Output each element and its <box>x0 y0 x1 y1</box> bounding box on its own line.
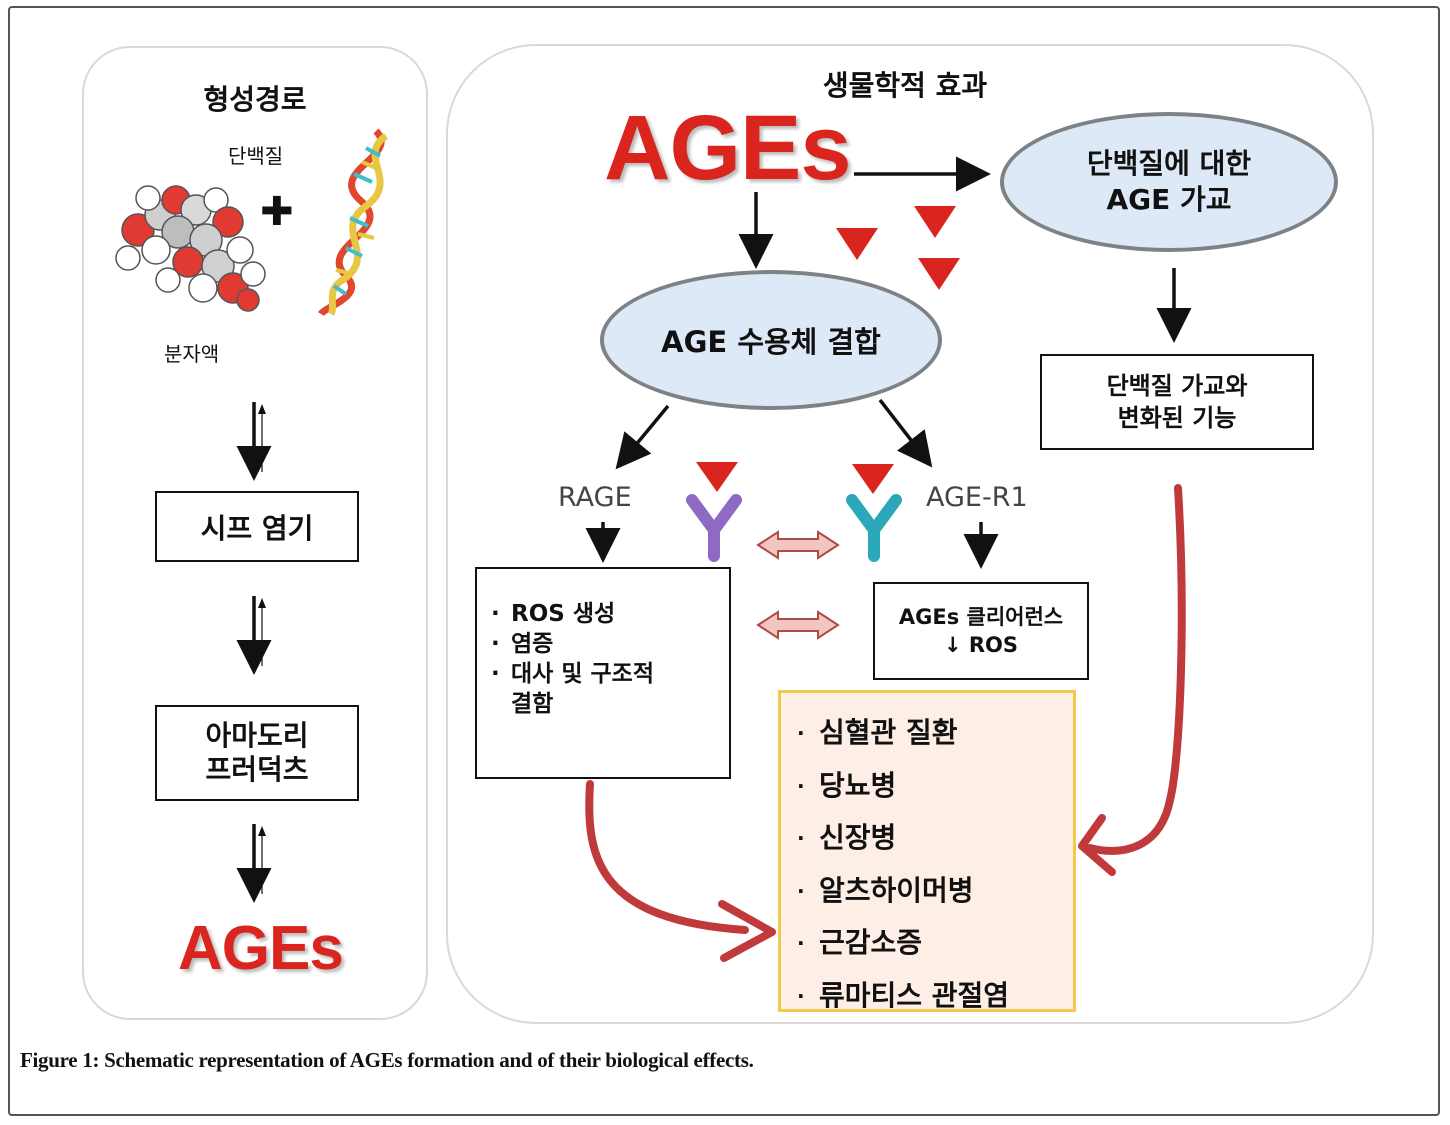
disease-item: ·신장병 <box>797 821 897 854</box>
rage-label: RAGE <box>558 482 632 513</box>
ages-logo-left: AGEs <box>178 914 344 983</box>
ages-ligand-triangles <box>696 206 960 494</box>
protein-crosslink-function-box: 단백질 가교와 변화된 기능 <box>1040 354 1314 450</box>
diseases-box: ·심혈관 질환 ·당뇨병 ·신장병 ·알츠하이머병 ·근감소증 ·류마티스 관절… <box>778 690 1076 1012</box>
ages-logo-main: AGEs <box>604 97 852 199</box>
arrow-receptor-to-rage <box>615 404 670 470</box>
biological-effects-title: 생물학적 효과 <box>822 69 988 102</box>
protein-label: 단백질 <box>228 144 284 168</box>
double-arrow-effects <box>756 610 840 640</box>
figure-frame <box>8 6 1440 1116</box>
formation-pathway-title: 형성경로 <box>203 83 307 116</box>
disease-item: ·심혈관 질환 <box>797 716 958 749</box>
reversible-arrow-2 <box>236 596 272 675</box>
age-receptor-binding-ellipse: AGE 수용체 결합 <box>600 270 942 410</box>
disease-item: ·근감소증 <box>797 926 923 959</box>
plus-icon: ✚ <box>260 189 294 235</box>
arrow-receptor-to-ager1 <box>878 398 933 468</box>
figure-caption: Figure 1: Schematic representation of AG… <box>20 1048 754 1072</box>
molecule-label: 분자액 <box>164 342 220 366</box>
curve-arrowhead-left <box>718 900 776 962</box>
rage-effect-item: ·대사 및 구조적 결함 <box>491 661 654 717</box>
curve-arrow-crosslink-to-diseases <box>1086 484 1186 855</box>
formation-pathway-panel <box>82 46 428 1020</box>
rage-effect-item: ·염증 <box>491 631 554 657</box>
biological-effects-panel <box>446 44 1374 1024</box>
dna-helix-illustration <box>318 128 389 316</box>
amadori-products-box: 아마도리 프러덕츠 <box>155 705 359 801</box>
disease-item: ·알츠하이머병 <box>797 873 974 907</box>
curve-arrowhead-right <box>1078 814 1116 876</box>
curve-arrow-rage-to-diseases <box>585 780 749 934</box>
age-r1-label: AGE-R1 <box>926 482 1028 513</box>
rage-effects-box: ·ROS 생성 ·염증 ·대사 및 구조적 결함 <box>475 567 731 779</box>
age-r1-effects-box: AGEs 클리어런스 ↓ ROS <box>873 582 1089 680</box>
schiff-base-box: 시프 염기 <box>155 491 359 562</box>
age-crosslink-ellipse: 단백질에 대한 AGE 가교 <box>1000 112 1338 252</box>
disease-item: ·류마티스 관절염 <box>797 978 1010 1012</box>
double-arrow-receptors <box>756 530 840 560</box>
rage-receptor-icon <box>686 494 742 562</box>
reversible-arrow-3 <box>236 824 272 903</box>
reversible-arrow-1 <box>236 402 272 481</box>
disease-item: ·당뇨병 <box>797 768 897 802</box>
rage-effect-item: ·ROS 생성 <box>491 601 616 627</box>
ager1-receptor-icon <box>846 494 902 562</box>
molecule-illustration <box>115 185 266 312</box>
